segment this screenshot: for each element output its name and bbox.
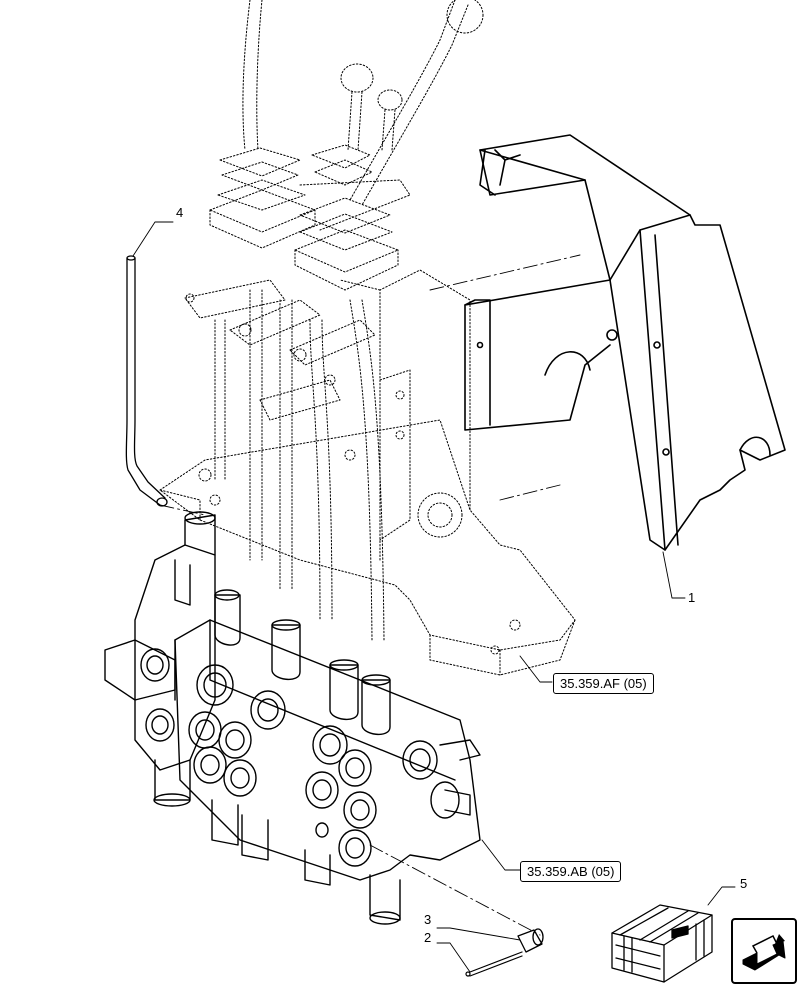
mounting-bracket xyxy=(159,269,576,676)
control-valve-block xyxy=(104,511,481,925)
reference-35-359-ab[interactable]: 35.359.AB (05) xyxy=(520,861,622,882)
reference-35-359-af[interactable]: 35.359.AF (05) xyxy=(553,673,654,694)
callout-2: 2 xyxy=(424,930,432,945)
cover-guard xyxy=(464,134,786,551)
callout-5: 5 xyxy=(740,876,748,891)
rod-part-4 xyxy=(125,255,168,507)
assembly-centerlines xyxy=(159,254,581,936)
linkage-rods xyxy=(184,279,385,641)
control-levers xyxy=(209,0,484,291)
next-page-arrow-icon xyxy=(742,934,786,971)
callout-1: 1 xyxy=(688,590,696,605)
callout-3: 3 xyxy=(424,912,432,927)
callout-4: 4 xyxy=(176,205,184,220)
next-page-button[interactable] xyxy=(731,918,797,984)
leader-lines xyxy=(132,221,736,973)
parts-box-icon xyxy=(611,904,713,983)
pin-part-2 xyxy=(465,951,523,977)
cap-part-3 xyxy=(517,928,544,953)
